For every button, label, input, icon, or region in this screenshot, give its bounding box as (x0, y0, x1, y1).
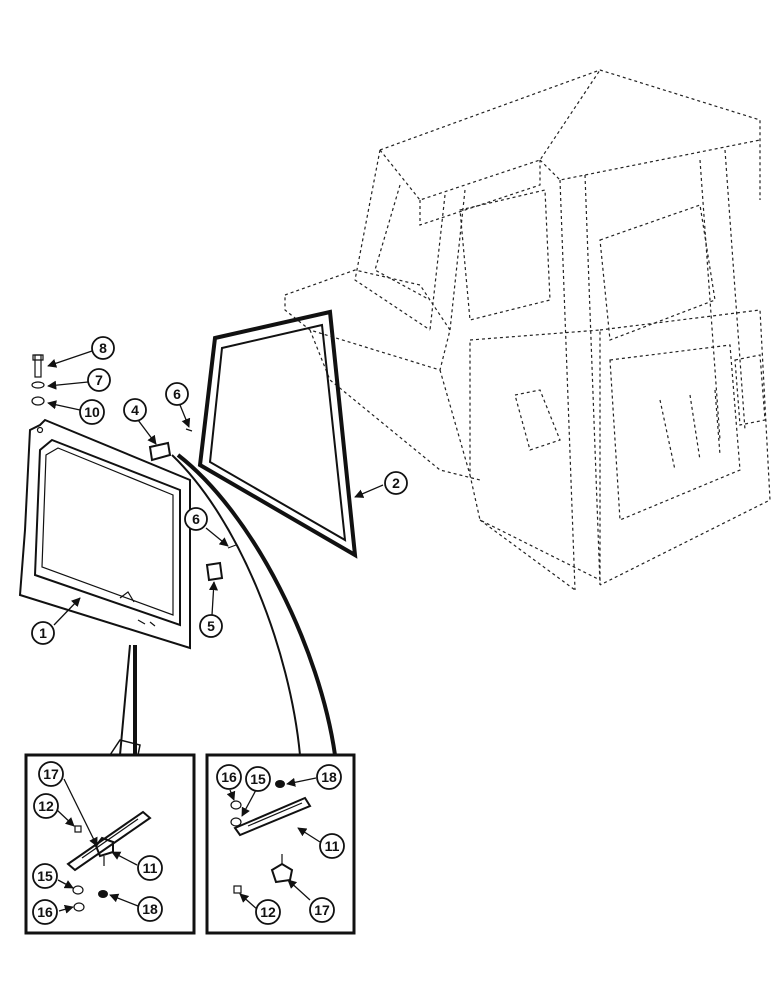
svg-text:15: 15 (37, 868, 53, 884)
svg-text:17: 17 (43, 766, 59, 782)
callout-6-bottom: 6 (184, 507, 208, 531)
svg-text:18: 18 (142, 901, 158, 917)
right-callout-12: 12 (255, 899, 281, 925)
svg-text:16: 16 (37, 904, 53, 920)
window-seal (197, 309, 358, 559)
left-callout-18: 18 (137, 896, 163, 922)
callout-2: 2 (384, 471, 408, 495)
right-callout-17: 17 (309, 897, 335, 923)
svg-text:17: 17 (314, 902, 330, 918)
svg-text:16: 16 (221, 769, 237, 785)
svg-text:12: 12 (38, 798, 54, 814)
svg-text:6: 6 (192, 511, 200, 527)
right-callout-11: 11 (319, 833, 345, 859)
callout-leaders (47, 350, 384, 914)
bolt-group (31, 354, 45, 406)
callout-10: 10 (79, 399, 105, 425)
callout-5: 5 (199, 614, 223, 638)
svg-text:8: 8 (99, 340, 107, 356)
svg-text:10: 10 (84, 404, 100, 420)
right-callout-18: 18 (316, 764, 342, 790)
svg-text:2: 2 (392, 475, 400, 491)
cab-outline (284, 69, 771, 591)
left-callout-16: 16 (32, 899, 58, 925)
callout-8: 8 (91, 336, 115, 360)
right-callout-16: 16 (216, 764, 242, 790)
svg-text:11: 11 (143, 860, 158, 876)
svg-text:7: 7 (95, 372, 103, 388)
left-callout-17: 17 (38, 761, 64, 787)
svg-text:4: 4 (131, 402, 139, 418)
callout-1: 1 (31, 621, 55, 645)
svg-text:1: 1 (39, 625, 47, 641)
rear-window-frame (18, 418, 191, 650)
svg-text:5: 5 (207, 618, 215, 634)
svg-text:12: 12 (260, 904, 276, 920)
left-callout-11: 11 (137, 855, 163, 881)
svg-text:6: 6 (173, 386, 181, 402)
svg-text:15: 15 (250, 771, 266, 787)
callout-7: 7 (87, 368, 111, 392)
left-callout-12: 12 (33, 793, 59, 819)
left-callout-15: 15 (32, 863, 58, 889)
right-callout-15: 15 (245, 766, 271, 792)
svg-text:18: 18 (321, 769, 337, 785)
svg-text:11: 11 (325, 838, 340, 854)
leader-curves (109, 453, 337, 756)
callout-4: 4 (123, 398, 147, 422)
hinge-parts (148, 428, 237, 582)
callout-6-top: 6 (165, 382, 189, 406)
